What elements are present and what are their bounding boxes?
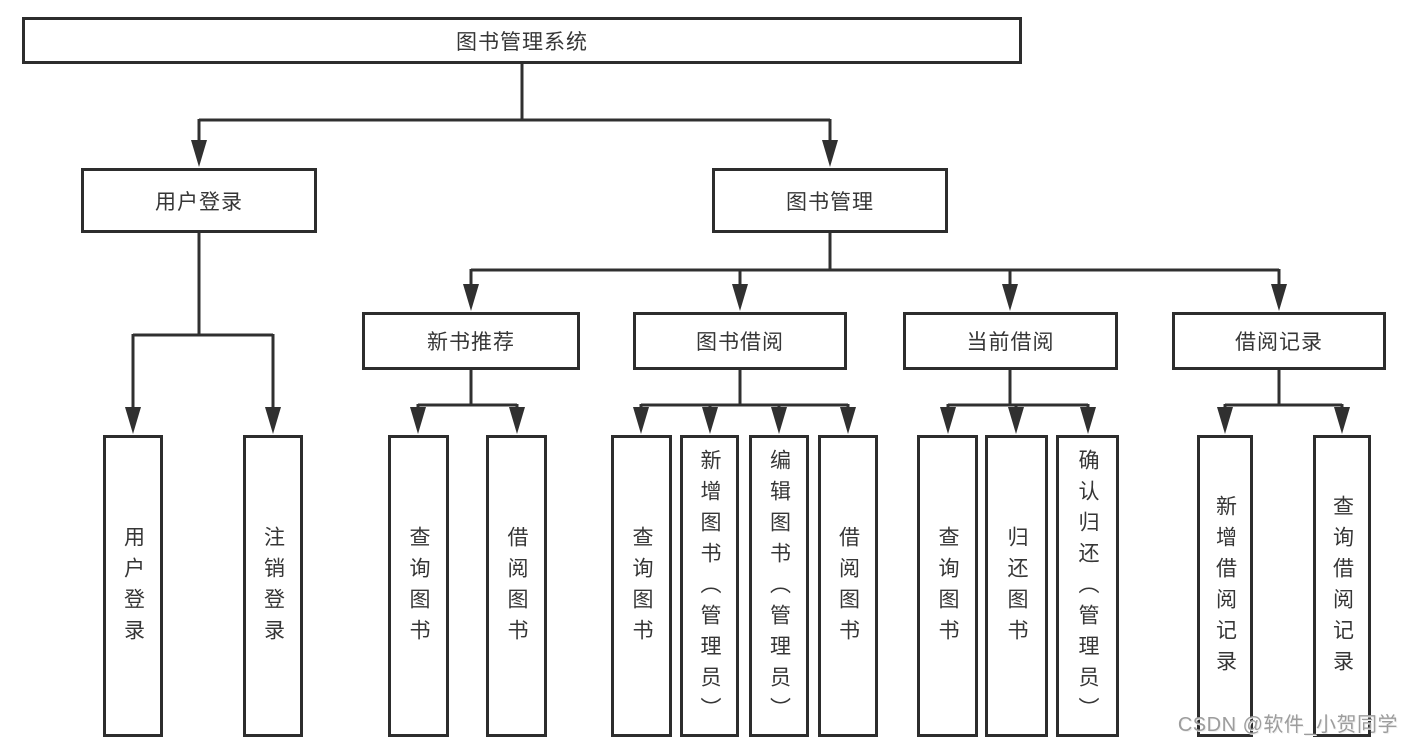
leaf-cur-return-books: 归还图书 xyxy=(985,435,1048,737)
arrowheads xyxy=(125,140,1350,434)
node-book-borrow: 图书借阅 xyxy=(633,312,847,370)
leaf-logout: 注销登录 xyxy=(243,435,303,737)
node-root: 图书管理系统 xyxy=(22,17,1022,64)
leaf-cur-query-books: 查询图书 xyxy=(917,435,978,737)
leaf-bw-query-books: 查询图书 xyxy=(611,435,672,737)
node-borrow-records: 借阅记录 xyxy=(1172,312,1386,370)
leaf-rec-query-record: 查询借阅记录 xyxy=(1313,435,1371,737)
leaf-rec-add-record: 新增借阅记录 xyxy=(1197,435,1253,737)
node-book-management: 图书管理 xyxy=(712,168,948,233)
node-current-borrow: 当前借阅 xyxy=(903,312,1118,370)
leaf-bw-borrow-books: 借阅图书 xyxy=(818,435,878,737)
leaf-bw-add-books-admin: 新增图书（管理员） xyxy=(680,435,739,737)
leaf-cur-confirm-return-admin: 确认归还（管理员） xyxy=(1056,435,1119,737)
leaf-bw-edit-books-admin: 编辑图书（管理员） xyxy=(749,435,809,737)
leaf-nb-borrow-books: 借阅图书 xyxy=(486,435,547,737)
leaf-nb-query-books: 查询图书 xyxy=(388,435,449,737)
leaf-user-login: 用户登录 xyxy=(103,435,163,737)
watermark-text: CSDN @软件_小贺同学 xyxy=(1177,714,1398,736)
node-user-login: 用户登录 xyxy=(81,168,317,233)
node-new-book-recommend: 新书推荐 xyxy=(362,312,580,370)
